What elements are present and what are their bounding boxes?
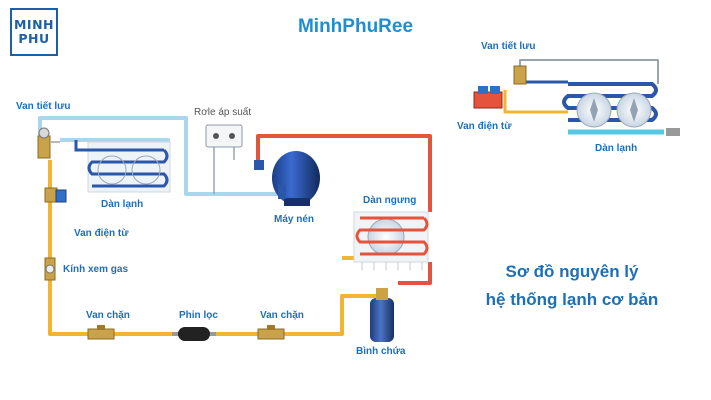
sight-glass [44,257,56,281]
shutoff-valve-right [257,325,285,340]
solenoid-valve [44,187,67,203]
label-phin-loc: Phin lọc [179,310,218,321]
label-binh-chua: Bình chứa [356,346,406,357]
inset-solenoid-valve [473,86,503,109]
logo-line-2: PHU [18,31,50,46]
label-dan-lanh: Dàn lạnh [101,199,144,210]
label-van-dien-tu: Van điện từ [74,228,129,239]
minhphu-logo: MINH PHU [10,8,58,56]
label-kinh-xem-gas: Kính xem gas [63,264,129,275]
inset-evaporator [562,82,680,136]
diagram-title-line-2: hệ thống lạnh cơ bản [485,290,659,309]
expansion-valve [37,127,60,159]
label-may-nen: Máy nén [274,214,315,225]
inset-diagram [473,59,680,136]
label-dan-ngung: Dàn ngưng [363,195,417,206]
label-rorle-ap-suat: Rơle áp suất [194,107,252,118]
brand-title: MinhPhuRee [297,16,414,37]
label-van-tiet-luu: Van tiết lưu [16,101,71,112]
receiver-tank [370,288,394,342]
evaporator-coil [74,140,171,193]
diagram-title-line-1: Sơ đồ nguyên lý [505,262,639,281]
inset-label-van-dien-tu: Van điện từ [457,121,512,132]
label-van-chan-left: Van chặn [86,310,130,321]
condenser-coil [353,211,429,270]
inset-label-dan-lanh: Dàn lạnh [595,143,638,154]
logo-line-1: MINH [13,17,54,32]
compressor [254,151,320,206]
label-van-chan-right: Van chặn [260,310,304,321]
discharge-line [256,134,432,285]
filter-drier [172,327,216,341]
inset-expansion-valve [513,65,527,85]
inset-label-van-tiet-luu: Van tiết lưu [481,41,536,52]
pressure-switch [205,124,243,194]
shutoff-valve-left [87,325,115,340]
